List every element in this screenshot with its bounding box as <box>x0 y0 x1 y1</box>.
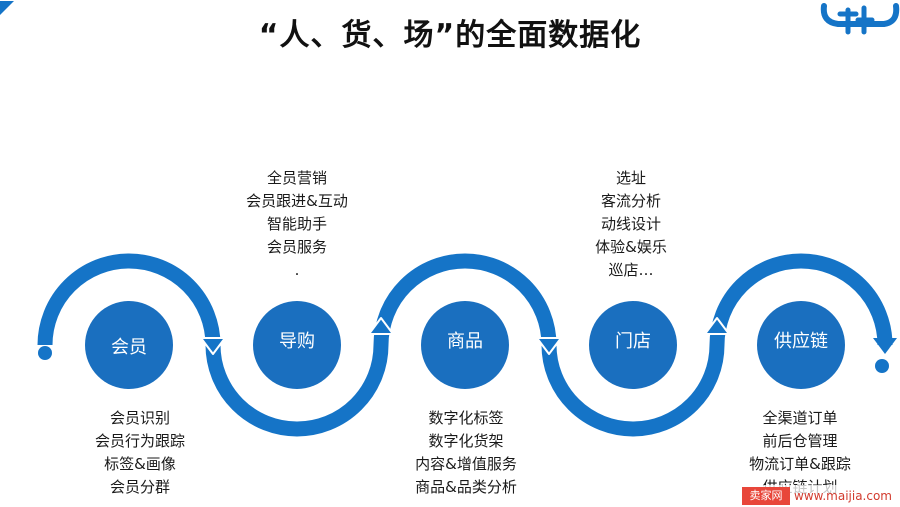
list-item: 标签&画像 <box>104 455 176 473</box>
list-item: 会员分群 <box>109 478 170 496</box>
node-label-store: 门店 <box>615 331 651 352</box>
list-item: 会员服务 <box>266 238 327 256</box>
node-product <box>421 301 509 389</box>
arrow-down-icon <box>200 337 226 355</box>
page-title: “人、货、场”的全面数据化 <box>258 18 642 53</box>
store-feature-list: 选址 客流分析 动线设计 体验&娱乐 巡店… <box>546 167 716 282</box>
node-circles <box>85 301 845 389</box>
node-label-product: 商品 <box>447 331 483 352</box>
list-item: 物流订单&跟踪 <box>749 455 851 473</box>
list-item: 会员跟进&互动 <box>246 192 348 210</box>
list-item: 选址 <box>615 169 646 187</box>
list-item: 全员营销 <box>266 169 327 187</box>
flow-path <box>37 253 893 437</box>
watermark-badge: 卖家网 <box>742 487 790 505</box>
node-store <box>589 301 677 389</box>
flow-start-dot <box>38 346 52 360</box>
list-item: 智能助手 <box>266 215 327 233</box>
list-item: 全渠道订单 <box>762 409 838 427</box>
node-label-guide: 导购 <box>279 331 315 352</box>
arrow-down-icon <box>873 338 897 354</box>
arrow-down-icon <box>536 337 562 355</box>
flow-end-dot <box>875 359 889 373</box>
list-item: 数字化货架 <box>428 432 504 450</box>
member-feature-list: 会员识别 会员行为跟踪 标签&画像 会员分群 <box>55 407 225 499</box>
list-item: 商品&品类分析 <box>415 478 517 496</box>
arrow-up-icon <box>704 317 730 335</box>
product-feature-list: 数字化标签 数字化货架 内容&增值服务 商品&品类分析 <box>381 407 551 499</box>
list-item: 前后仓管理 <box>762 432 838 450</box>
watermark-url: www.maijia.com <box>794 489 892 503</box>
guide-feature-list: 全员营销 会员跟进&互动 智能助手 会员服务 . <box>212 167 382 282</box>
list-item: 巡店… <box>608 261 654 279</box>
brand-logo-icon <box>818 0 900 36</box>
arrow-up-icon <box>368 317 394 335</box>
watermark: 卖家网 www.maijia.com <box>742 485 900 507</box>
corner-accent <box>0 0 14 15</box>
list-item: 体验&娱乐 <box>595 238 667 256</box>
list-item: 数字化标签 <box>428 409 504 427</box>
node-supply <box>757 301 845 389</box>
list-item: 动线设计 <box>600 215 661 233</box>
node-guide <box>253 301 341 389</box>
list-item: 会员识别 <box>109 409 170 427</box>
node-member <box>85 301 173 389</box>
list-item: 内容&增值服务 <box>415 455 517 473</box>
flow-arrows <box>200 317 897 355</box>
node-label-member: 会员 <box>111 337 147 358</box>
list-item: 会员行为跟踪 <box>94 432 185 450</box>
list-item: 客流分析 <box>600 192 661 210</box>
node-label-supply: 供应链 <box>774 331 828 352</box>
list-item: . <box>294 261 300 279</box>
